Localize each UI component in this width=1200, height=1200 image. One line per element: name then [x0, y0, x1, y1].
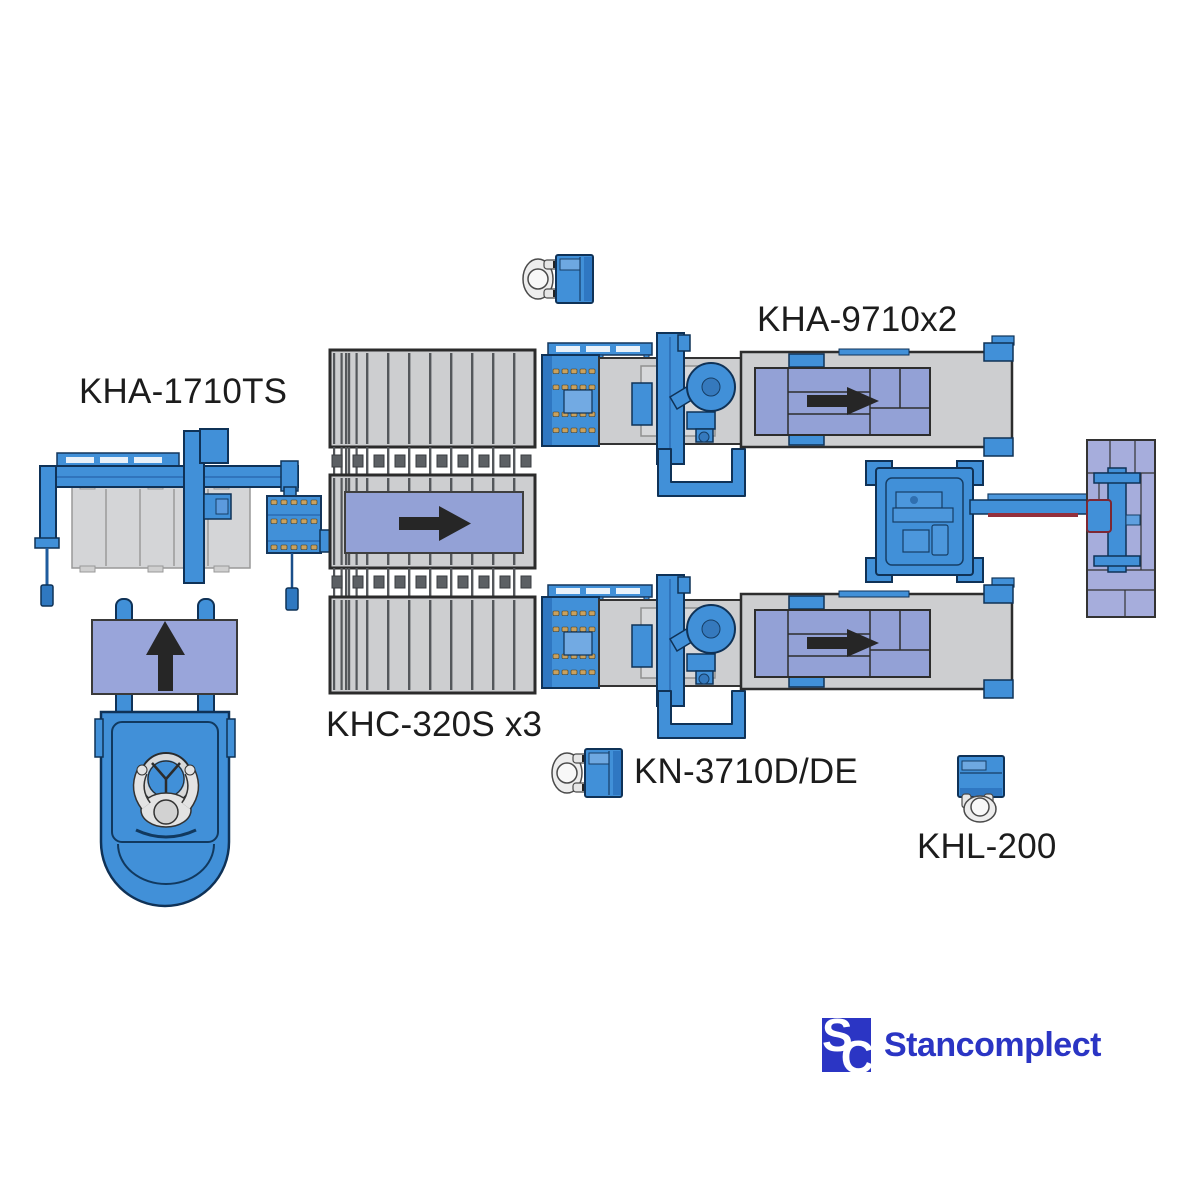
cross-conveyor-2	[328, 473, 537, 570]
worker-cart-top	[522, 254, 594, 304]
worker-cart-bottom	[551, 748, 623, 798]
worker-head	[970, 797, 990, 817]
operator	[132, 764, 200, 828]
label-khc-320s-x3: KHC-320S x3	[326, 705, 543, 744]
vacuum-head-unit	[266, 495, 322, 611]
machine-khc-320s-conveyors	[319, 348, 537, 695]
forklift	[91, 598, 238, 908]
robot-arm	[969, 499, 1096, 515]
logo-wordmark: Stancomplect	[884, 1025, 1101, 1064]
machine-stacker-robot	[865, 439, 1156, 618]
pendant-control	[285, 587, 299, 611]
stancomplect-logo: S C Stancomplect	[822, 1018, 1101, 1072]
label-kha-1710ts: KHA-1710TS	[79, 372, 288, 411]
logo-mark-icon: S C	[822, 1018, 871, 1072]
pendant-control	[40, 584, 54, 607]
label-khl-200: KHL-200	[917, 827, 1057, 866]
flow-arrow-right	[399, 506, 471, 541]
cross-conveyor-1	[328, 348, 537, 449]
machine-kn-3710-line	[540, 573, 1016, 740]
gantry-left-column	[39, 465, 57, 543]
flow-arrow-up	[146, 621, 185, 691]
cross-conveyor-3	[328, 595, 537, 695]
logo-letter-c: C	[840, 1031, 871, 1072]
gripper	[1086, 499, 1112, 533]
machine-kha-1710ts	[34, 428, 322, 611]
logo-letter-s: S	[822, 1018, 853, 1061]
label-kha-9710x2: KHA-9710x2	[757, 300, 958, 339]
panel-stack	[1086, 439, 1156, 618]
label-kn-3710d-de: KN-3710D/DE	[634, 752, 858, 791]
machine-khl-200-trolley	[957, 755, 1005, 823]
